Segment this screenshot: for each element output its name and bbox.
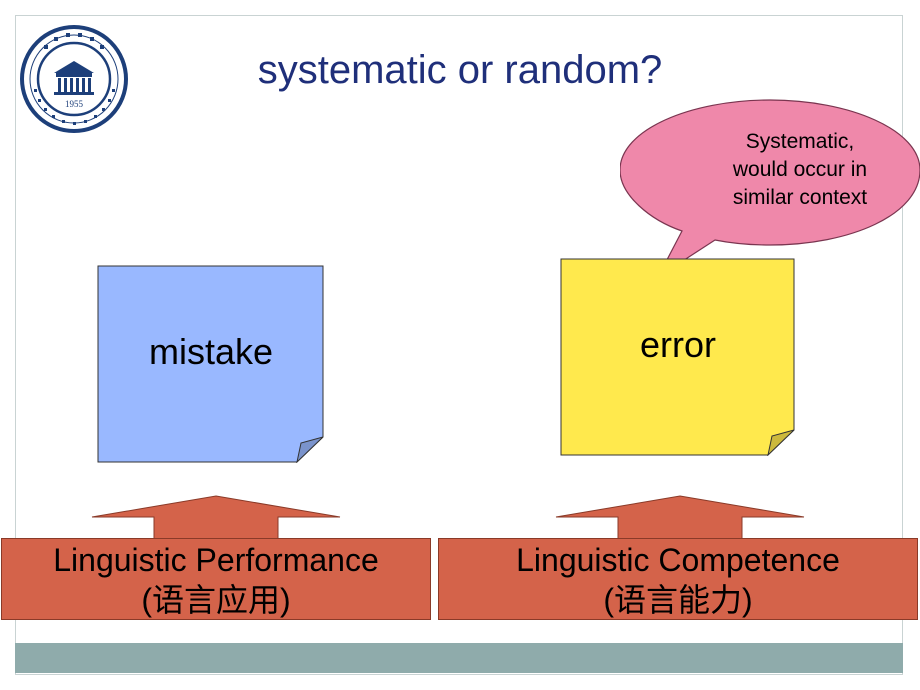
slide-frame <box>15 15 903 675</box>
slide-title: systematic or random? <box>257 48 663 92</box>
bubble-line-1: Systematic, <box>745 130 855 153</box>
linguistic-performance-box: Linguistic Performance (语言应用) <box>1 538 431 620</box>
mistake-note: mistake <box>97 265 325 463</box>
speech-bubble <box>620 99 920 279</box>
competence-chinese: (语言能力) <box>603 582 753 618</box>
competence-title: Linguistic Competence <box>516 542 840 578</box>
seal-year: 1955 <box>65 99 84 109</box>
bubble-line-2: would occur in <box>732 158 868 181</box>
university-seal-icon: 1955 <box>18 23 130 135</box>
bubble-line-3: similar context <box>732 186 868 209</box>
linguistic-competence-box: Linguistic Competence (语言能力) <box>438 538 918 620</box>
footer-band <box>15 643 903 673</box>
bubble-text: Systematic, would occur in similar conte… <box>700 128 900 212</box>
performance-title: Linguistic Performance <box>53 542 379 578</box>
mistake-label: mistake <box>148 331 274 372</box>
error-note: error <box>560 258 796 456</box>
error-label: error <box>639 324 716 365</box>
performance-chinese: (语言应用) <box>141 582 291 618</box>
